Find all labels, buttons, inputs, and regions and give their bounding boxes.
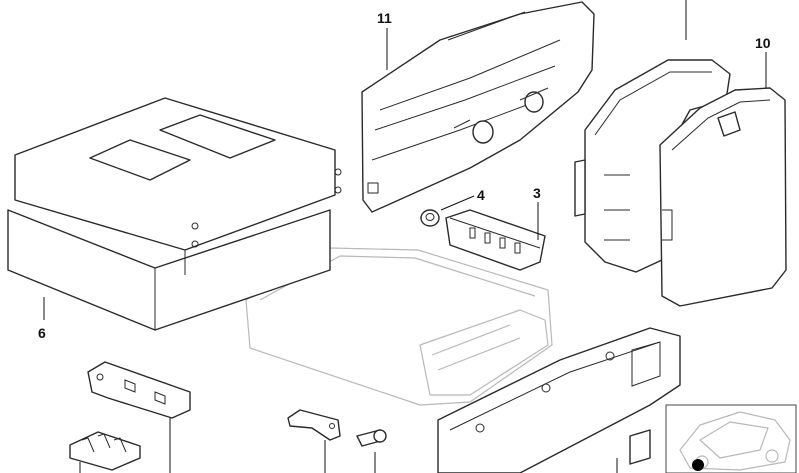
leader-line [440, 195, 475, 211]
part-10-housing [574, 59, 787, 307]
callout-label: 3 [533, 185, 541, 201]
screw [356, 429, 387, 447]
vehicle-locator-inset [665, 404, 797, 473]
part-3-bracket [445, 209, 546, 271]
callout-label: 4 [477, 187, 485, 203]
callout-label: 11 [377, 10, 392, 26]
part-11-mounting-plate [361, 1, 595, 213]
location-marker-icon [692, 459, 704, 471]
part-4-nut [420, 209, 440, 227]
part-6-tray [7, 97, 342, 331]
retaining-clip [287, 409, 341, 441]
lower-cover [437, 327, 681, 473]
clip [69, 431, 141, 471]
callout-label: 10 [755, 35, 771, 51]
small-bracket [87, 361, 191, 419]
callout-label: 6 [38, 325, 46, 341]
